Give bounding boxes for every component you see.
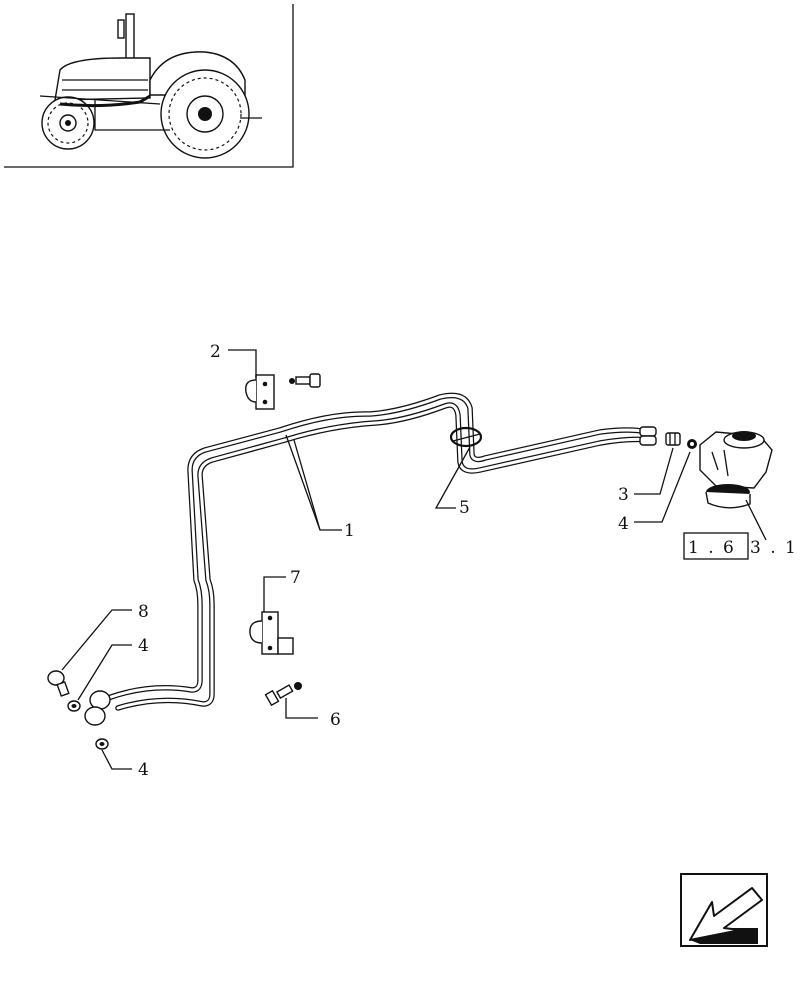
callout-2: 2 xyxy=(210,342,221,362)
washer-4-right xyxy=(687,439,697,449)
callout-7: 7 xyxy=(290,568,301,588)
bolt-6 xyxy=(264,682,302,707)
section-reference: 1 . 6 3 . 1 xyxy=(683,532,798,560)
adapter-fitting-3 xyxy=(665,432,681,446)
callout-6: 6 xyxy=(330,710,341,730)
reference-boxed: 1 . 6 xyxy=(688,538,736,558)
bracket-2 xyxy=(245,374,275,410)
callout-3: 3 xyxy=(618,485,629,505)
callout-4-left-upper: 4 xyxy=(138,636,149,656)
bracket-7 xyxy=(249,611,294,655)
steering-unit xyxy=(699,431,773,509)
callout-4-left-lower: 4 xyxy=(138,760,149,780)
return-arrow-icon[interactable] xyxy=(680,873,768,947)
washer-4-left-upper xyxy=(67,700,81,712)
hydraulic-pipes xyxy=(84,392,657,726)
callout-8: 8 xyxy=(138,602,149,622)
callout-4-right: 4 xyxy=(618,514,629,534)
washer-4-left-lower xyxy=(95,738,109,750)
reference-tail: 3 . 1 xyxy=(750,538,798,558)
bolt-near-bracket-2 xyxy=(289,373,321,388)
banjo-bolt-8 xyxy=(47,670,70,697)
tractor-thumbnail xyxy=(4,4,294,168)
callout-5: 5 xyxy=(459,498,470,518)
pipe-clamp-5 xyxy=(449,426,483,448)
leader-lines xyxy=(61,349,767,770)
callout-1: 1 xyxy=(344,521,355,541)
tractor-icon xyxy=(39,13,262,159)
